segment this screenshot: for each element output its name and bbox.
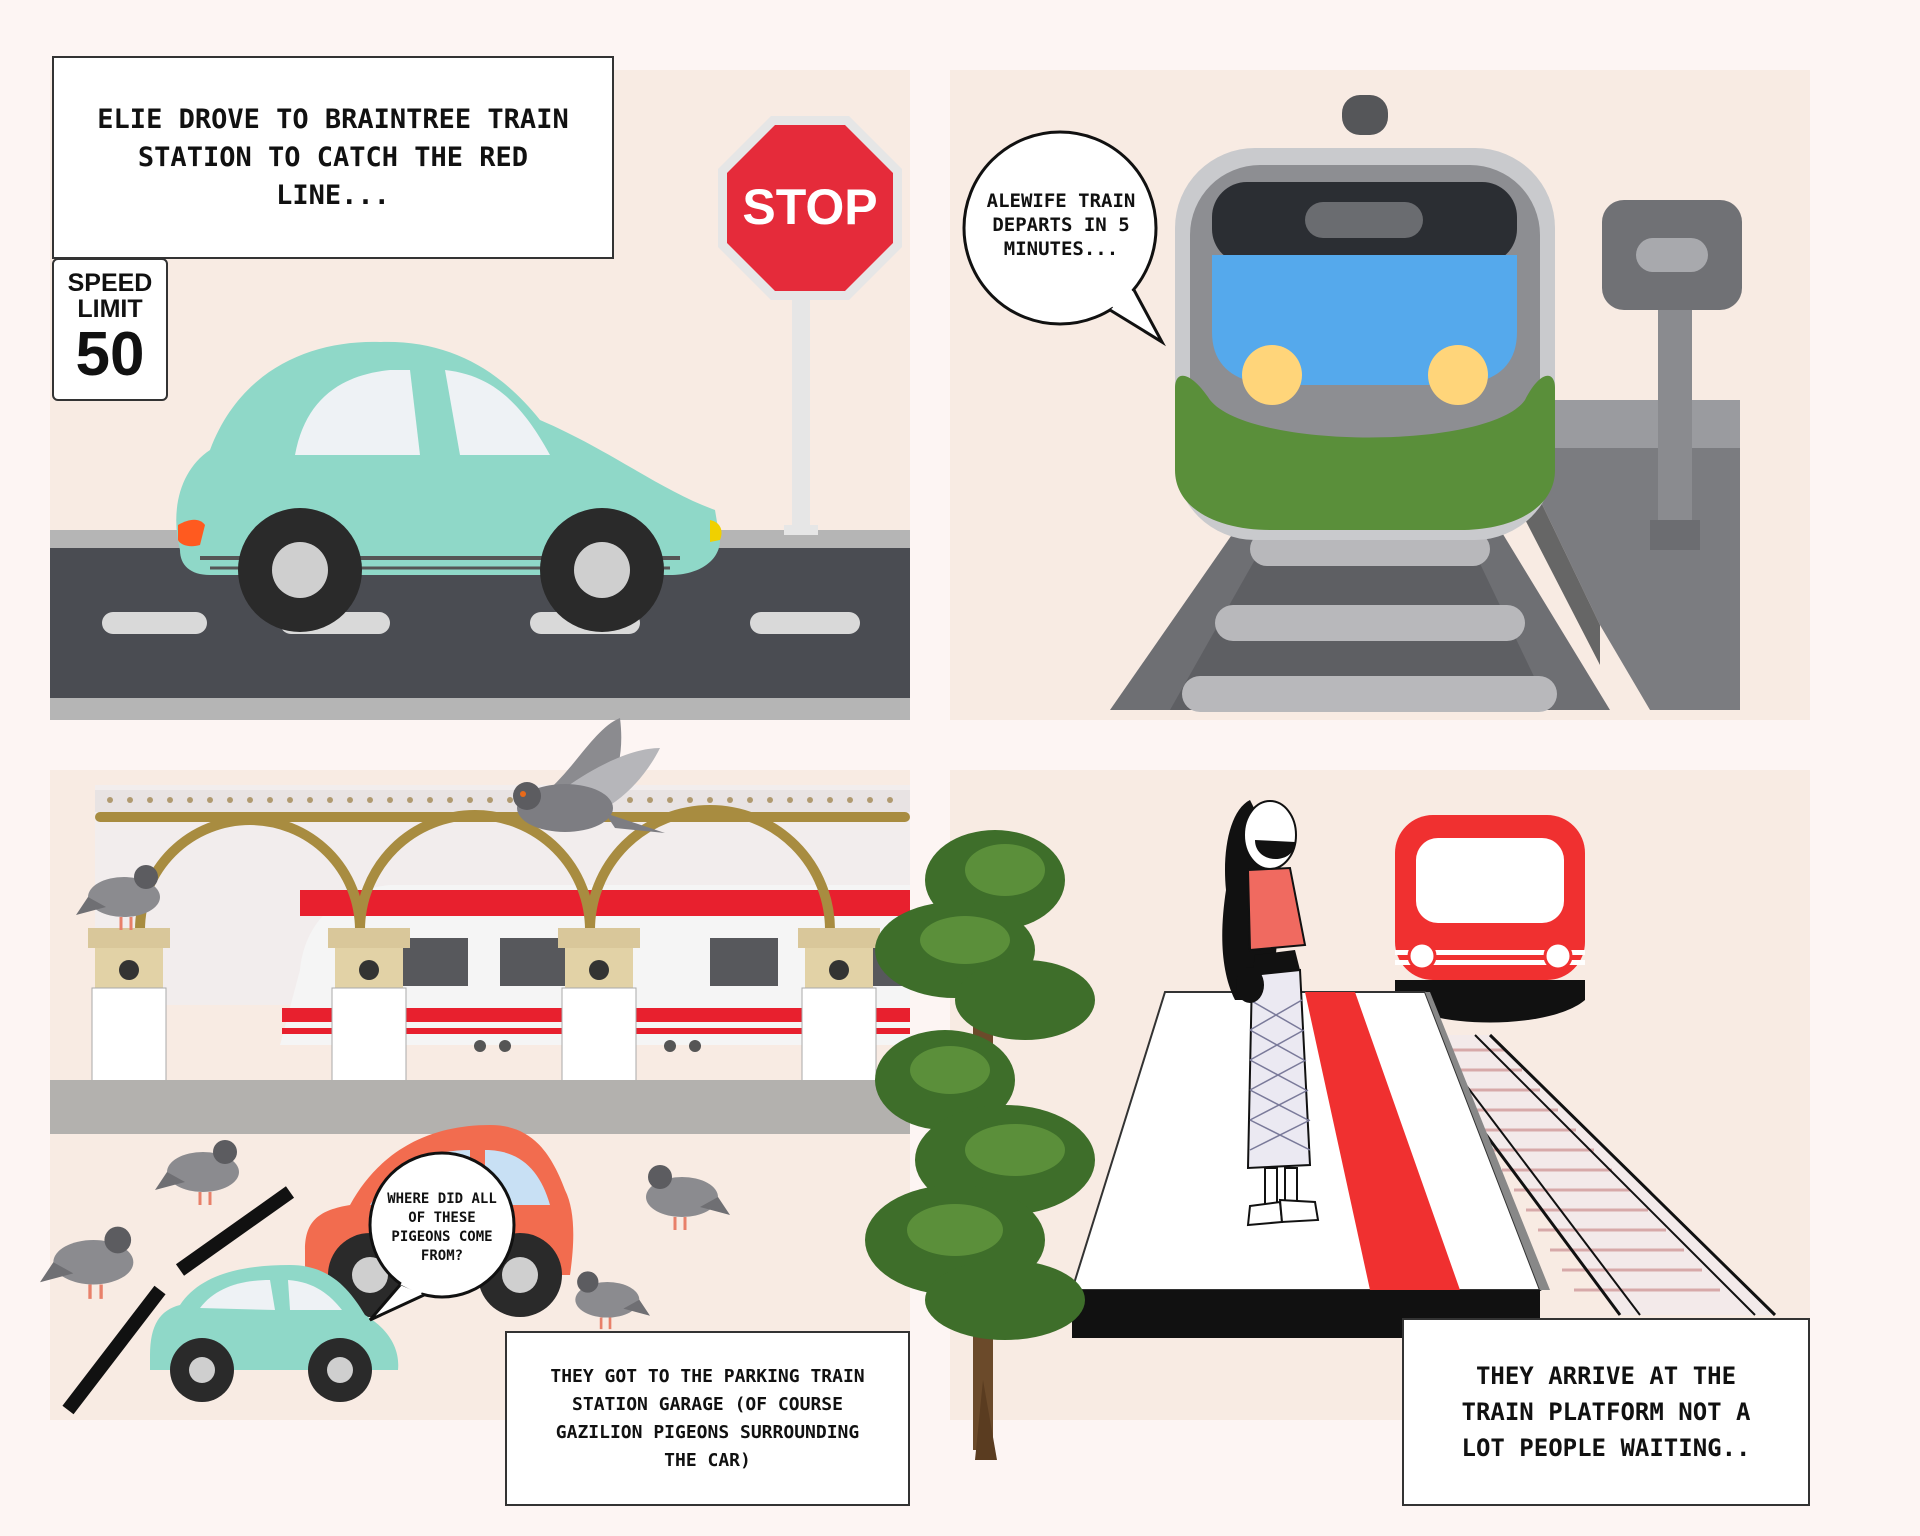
parking-line-lower [62,1285,166,1415]
pigeon-right-2 [575,1271,650,1330]
panel-platform [950,770,1810,1420]
speed-limit-sign: SPEED LIMIT 50 [52,258,168,401]
stop-sign [718,116,902,300]
pigeon-right-1 [646,1165,730,1230]
train-front [1175,95,1555,540]
speed-limit-line1: SPEED [67,269,153,297]
parking-line-upper [175,1186,295,1276]
small-teal-car [150,1265,399,1402]
pigeon-on-pillar [76,865,160,930]
pigeon-left-1 [155,1140,239,1205]
caption-parking-garage: THEY GOT TO THE PARKING TRAIN STATION GA… [505,1331,910,1506]
red-train-front [1395,815,1585,1023]
teal-car [176,341,722,632]
platform-scene [1070,800,1777,1338]
speed-limit-number: 50 [75,320,145,389]
caption-platform: THEY ARRIVE AT THE TRAIN PLATFORM NOT A … [1402,1318,1810,1506]
stop-sign-pole [792,295,810,535]
garage-ledge [50,1080,910,1134]
signal-post [1658,300,1692,550]
woman-waiting [1222,800,1320,1227]
drive-scene [50,295,910,720]
caption-drive: ELIE DROVE TO BRAINTREE TRAIN STATION TO… [52,56,614,259]
pine-tree [865,830,1095,1460]
speech-bubble-pigeons: WHERE DID ALL OF THESE PIGEONS COME FROM… [387,1191,497,1264]
speed-limit-line2: LIMIT [77,295,143,323]
speech-bubble-tail-departure [962,130,1166,347]
stop-sign-label: STOP [742,179,878,235]
speech-bubble-departure: ALEWIFE TRAIN DEPARTS IN 5 MINUTES... [986,190,1136,260]
pigeon-left-2 [40,1226,134,1299]
speech-bubble-tail-pigeons [368,1151,516,1322]
pigeon-flying [513,718,665,833]
train-scene [1110,95,1742,712]
